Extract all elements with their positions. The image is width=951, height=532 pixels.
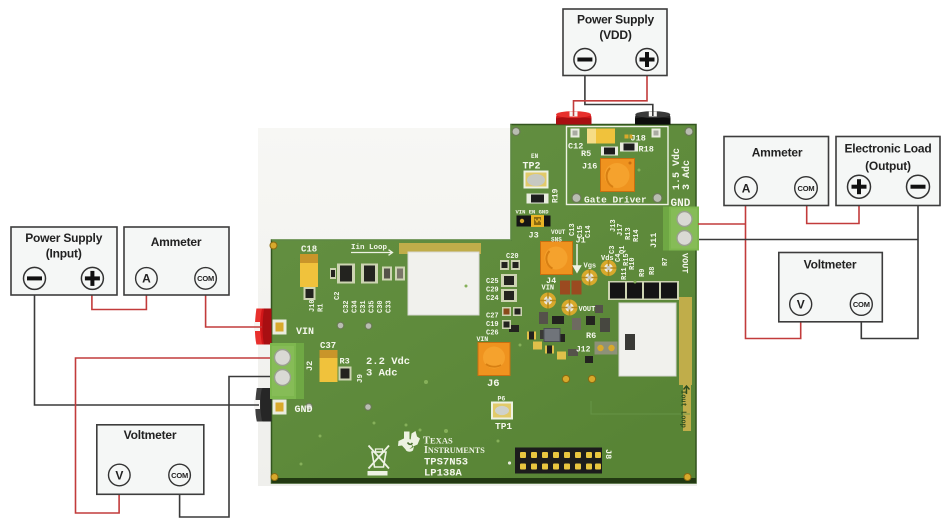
- svg-text:J11: J11: [649, 233, 659, 248]
- svg-text:TP2: TP2: [523, 162, 541, 173]
- svg-text:A: A: [742, 181, 751, 195]
- svg-text:C32: C32: [343, 300, 351, 313]
- svg-text:C12: C12: [568, 142, 583, 152]
- svg-text:R1: R1: [318, 304, 326, 312]
- svg-text:SNS: SNS: [551, 237, 562, 244]
- svg-text:Power Supply: Power Supply: [25, 231, 102, 245]
- svg-text:R7: R7: [662, 258, 670, 266]
- svg-text:C18: C18: [301, 245, 317, 255]
- svg-text:V: V: [797, 298, 805, 312]
- svg-text:INSTRUMENTS: INSTRUMENTS: [424, 445, 485, 456]
- svg-text:R18: R18: [639, 145, 654, 155]
- svg-text:C14: C14: [585, 225, 593, 238]
- svg-text:C34: C34: [352, 300, 360, 313]
- svg-text:Vgs: Vgs: [584, 263, 597, 271]
- svg-text:C35: C35: [369, 300, 377, 313]
- svg-text:C26: C26: [486, 330, 499, 338]
- svg-text:R5: R5: [581, 149, 591, 159]
- svg-text:J13: J13: [610, 219, 618, 232]
- svg-text:3 Adc: 3 Adc: [681, 160, 693, 190]
- svg-text:J12: J12: [576, 346, 591, 355]
- svg-text:VOUT: VOUT: [551, 229, 566, 236]
- svg-text:C15: C15: [577, 225, 585, 238]
- svg-text:C13: C13: [569, 223, 577, 236]
- svg-text:C20: C20: [506, 253, 519, 261]
- svg-text:C3: C3: [609, 246, 617, 254]
- svg-text:P6: P6: [498, 396, 506, 403]
- svg-text:Voltmeter: Voltmeter: [124, 428, 177, 442]
- svg-text:Voltmeter: Voltmeter: [804, 258, 857, 272]
- svg-text:VIN: VIN: [542, 285, 555, 293]
- svg-text:A: A: [142, 272, 151, 286]
- svg-text:J6: J6: [487, 378, 500, 390]
- svg-text:TPS7N53: TPS7N53: [424, 457, 468, 469]
- svg-text:C4: C4: [615, 254, 623, 262]
- svg-text:(VDD): (VDD): [599, 28, 632, 42]
- svg-text:Gate Driver: Gate Driver: [584, 195, 647, 206]
- svg-text:VIN: VIN: [296, 327, 314, 338]
- svg-text:COM: COM: [197, 274, 214, 283]
- svg-text:R15: R15: [623, 253, 631, 266]
- svg-text:J1: J1: [576, 236, 586, 246]
- svg-text:R11: R11: [621, 267, 629, 280]
- svg-text:(Input): (Input): [46, 247, 82, 261]
- svg-text:R19: R19: [552, 188, 561, 203]
- svg-text:J9: J9: [357, 373, 365, 383]
- svg-text:C19: C19: [486, 321, 499, 329]
- svg-text:J17: J17: [617, 223, 625, 236]
- svg-text:R9: R9: [639, 269, 647, 277]
- svg-text:C24: C24: [486, 295, 499, 303]
- svg-text:COM: COM: [171, 471, 188, 480]
- svg-text:COM: COM: [853, 300, 870, 309]
- svg-text:VIN: VIN: [477, 336, 489, 343]
- svg-text:C37: C37: [320, 341, 336, 351]
- svg-text:Vds: Vds: [601, 255, 614, 263]
- svg-text:C30: C30: [377, 300, 385, 313]
- svg-text:R14: R14: [633, 229, 641, 242]
- svg-text:R6: R6: [586, 331, 596, 341]
- svg-text:Electronic Load: Electronic Load: [844, 142, 931, 156]
- svg-text:GND: GND: [295, 405, 313, 416]
- svg-text:C2: C2: [334, 292, 342, 300]
- svg-text:J10: J10: [309, 299, 317, 312]
- svg-text:VOUT: VOUT: [680, 253, 690, 273]
- svg-text:J16: J16: [582, 162, 597, 172]
- svg-text:J18: J18: [631, 134, 646, 144]
- svg-text:C27: C27: [486, 313, 499, 321]
- svg-text:EN: EN: [531, 153, 539, 160]
- svg-text:R8: R8: [649, 267, 657, 275]
- svg-text:C31: C31: [360, 300, 368, 313]
- svg-text:GND: GND: [671, 198, 691, 210]
- svg-text:R3: R3: [340, 357, 350, 367]
- svg-text:1.5 Vdc: 1.5 Vdc: [671, 148, 683, 190]
- svg-text:COM: COM: [798, 184, 815, 193]
- svg-text:V: V: [115, 468, 123, 482]
- svg-text:J3: J3: [529, 231, 539, 241]
- svg-text:Ammeter: Ammeter: [151, 235, 202, 249]
- svg-text:2.2 Vdc: 2.2 Vdc: [366, 356, 410, 368]
- svg-text:Q1: Q1: [619, 246, 627, 254]
- svg-text:LP138A: LP138A: [424, 468, 463, 480]
- svg-text:R10: R10: [629, 257, 637, 270]
- svg-text:C25: C25: [486, 278, 499, 286]
- svg-text:R13: R13: [625, 227, 633, 240]
- svg-text:C29: C29: [486, 287, 499, 295]
- svg-text:(Output): (Output): [865, 159, 911, 173]
- svg-text:TP1: TP1: [495, 421, 512, 432]
- svg-text:Power Supply: Power Supply: [577, 13, 654, 27]
- svg-text:C33: C33: [386, 300, 394, 313]
- svg-text:J2: J2: [305, 361, 315, 371]
- svg-text:VOUT: VOUT: [579, 306, 596, 314]
- svg-text:Iout Loop: Iout Loop: [679, 390, 687, 428]
- svg-text:Iin Loop: Iin Loop: [351, 244, 388, 252]
- svg-text:Ammeter: Ammeter: [752, 146, 803, 160]
- svg-text:J8: J8: [603, 449, 613, 459]
- svg-text:J4: J4: [546, 276, 556, 286]
- svg-text:TEXAS: TEXAS: [423, 436, 453, 447]
- svg-text:3 Adc: 3 Adc: [366, 368, 398, 380]
- svg-text:VIN EN GND: VIN EN GND: [516, 209, 550, 216]
